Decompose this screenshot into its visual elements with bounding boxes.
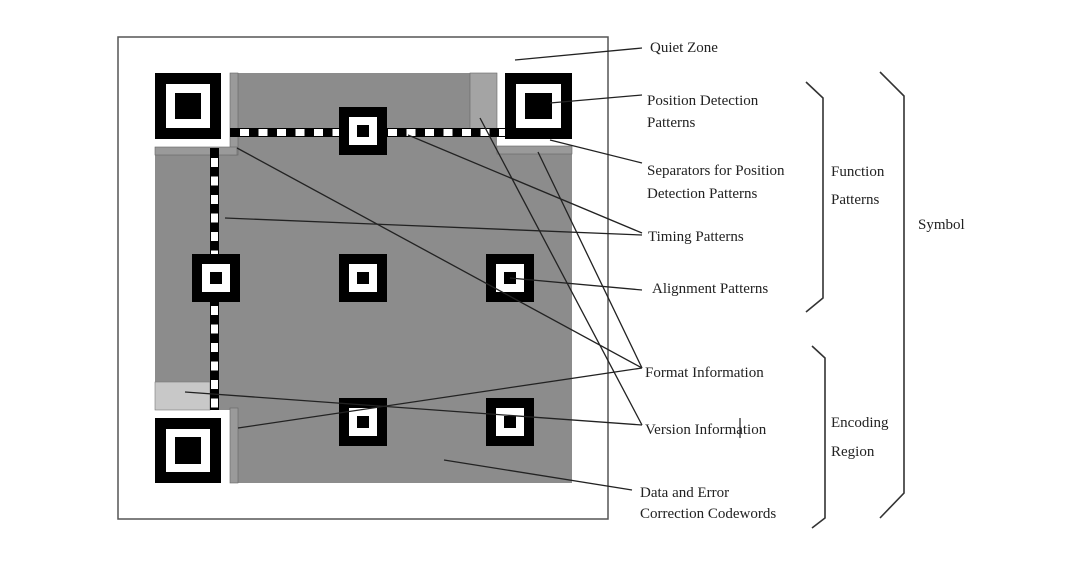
timing-module-light <box>211 343 218 352</box>
timing-module-light <box>277 129 286 136</box>
timing-module-light <box>406 129 416 136</box>
group-encoding-line1: Encoding <box>831 415 889 431</box>
leader-quiet-zone <box>514 47 643 61</box>
timing-module-light <box>314 129 323 136</box>
separator-strip <box>496 145 573 155</box>
timing-module-light <box>332 129 342 136</box>
group-function-line1: Function <box>831 164 885 180</box>
timing-module-light <box>211 361 218 371</box>
timing-module-light <box>480 129 490 136</box>
timing-module-light <box>388 129 397 136</box>
label-quiet-zone: Quiet Zone <box>650 40 718 56</box>
label-position-detection-line1: Position Detection <box>647 93 759 109</box>
timing-module-light <box>211 195 218 204</box>
timing-module-light <box>462 129 471 136</box>
leader-format-2 <box>537 151 643 369</box>
label-timing: Timing Patterns <box>648 229 744 245</box>
version-info-block-top <box>469 72 498 132</box>
timing-module-light <box>443 129 453 136</box>
timing-module-light <box>211 380 218 389</box>
alignment-center <box>210 272 222 284</box>
group-function-line2: Patterns <box>831 192 879 208</box>
separator-strip <box>154 146 238 156</box>
leader-timing-2 <box>407 134 643 234</box>
label-alignment: Alignment Patterns <box>652 281 768 297</box>
timing-module-light <box>258 129 268 136</box>
label-data-codewords-line2: Correction Codewords <box>640 506 776 522</box>
label-version-info: Version Information <box>645 422 767 438</box>
brace-function-patterns <box>805 81 824 313</box>
alignment-center <box>357 272 369 284</box>
label-separators-line1: Separators for Position <box>647 163 785 179</box>
separator-strip <box>229 72 239 156</box>
alignment-pattern <box>339 107 387 155</box>
leader-alignment <box>509 277 643 291</box>
timing-module-light <box>211 176 218 186</box>
leader-format-3 <box>237 367 643 429</box>
alignment-center <box>357 416 369 428</box>
label-position-detection-line2: Patterns <box>647 115 695 131</box>
timing-module-light <box>425 129 434 136</box>
leader-timing-1 <box>224 217 643 236</box>
format-info-block-bottom-left <box>154 381 211 411</box>
leader-version-1 <box>479 117 643 426</box>
alignment-center <box>357 125 369 137</box>
leader-version-2 <box>184 391 643 426</box>
timing-module-light <box>240 129 249 136</box>
position-detection-pattern-bottom-left <box>155 418 221 483</box>
position-detection-pattern-top-right <box>505 73 572 139</box>
timing-module-light <box>211 306 218 315</box>
brace-encoding-region <box>811 345 826 529</box>
leader-data-codewords <box>443 459 633 491</box>
separator-strip <box>229 407 239 484</box>
alignment-pattern <box>486 398 534 446</box>
group-encoding-line2: Region <box>831 444 875 460</box>
timing-module-light <box>499 129 508 136</box>
alignment-pattern <box>192 254 240 302</box>
group-symbol: Symbol <box>918 217 965 233</box>
timing-module-light <box>211 232 218 241</box>
position-detection-pattern-top-left <box>155 73 221 139</box>
leader-separators <box>549 139 643 164</box>
timing-module-light <box>211 398 218 408</box>
label-data-codewords-line1: Data and Error <box>640 485 729 501</box>
timing-module-light <box>211 324 218 334</box>
timing-module-light <box>295 129 305 136</box>
timing-module-light <box>211 158 218 167</box>
alignment-center <box>504 416 516 428</box>
timing-module-light <box>211 213 218 223</box>
label-separators-line2: Detection Patterns <box>647 186 758 202</box>
alignment-pattern <box>339 254 387 302</box>
brace-symbol <box>879 71 905 519</box>
leader-format-1 <box>236 147 643 369</box>
label-format-info: Format Information <box>645 365 764 381</box>
leader-position-detection <box>549 94 643 104</box>
leader-lines <box>184 47 643 491</box>
